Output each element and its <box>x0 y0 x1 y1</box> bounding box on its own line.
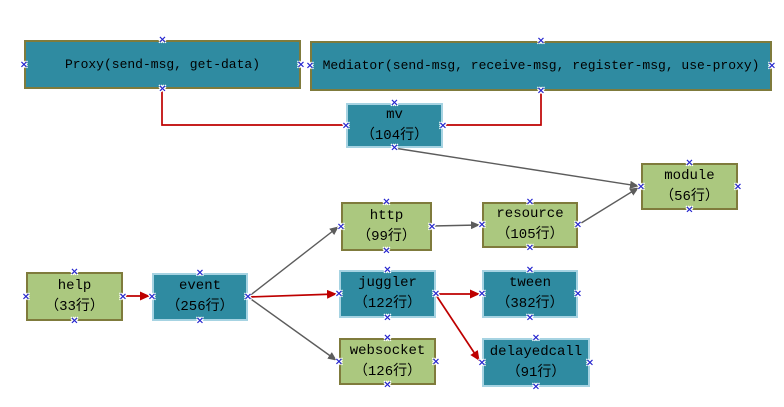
node-label: Proxy(send-msg, get-data) <box>64 56 261 72</box>
node-line-count: （33行） <box>45 298 104 315</box>
node-mv[interactable]: mv （104行） <box>346 103 443 148</box>
node-line-count: （56行） <box>660 188 719 205</box>
node-mediator[interactable]: Mediator(send-msg, receive-msg, register… <box>310 41 772 91</box>
node-label: resource <box>496 206 564 222</box>
node-event[interactable]: event （256行） <box>152 273 248 321</box>
node-proxy[interactable]: Proxy(send-msg, get-data) <box>24 40 301 89</box>
node-websocket[interactable]: websocket （126行） <box>339 338 436 385</box>
node-label: delayedcall <box>489 343 583 360</box>
node-line-count: （99行） <box>357 228 416 245</box>
node-http[interactable]: http （99行） <box>341 202 432 251</box>
node-line-count: （126行） <box>353 363 422 380</box>
node-label: help <box>57 277 92 294</box>
node-label: http <box>369 207 404 224</box>
node-label: tween <box>508 275 551 291</box>
node-line-count: （256行） <box>166 299 234 315</box>
node-line-count: （122行） <box>353 296 422 312</box>
node-label: Mediator(send-msg, receive-msg, register… <box>322 58 760 74</box>
node-label: module <box>664 167 715 184</box>
node-line-count: （105行） <box>496 227 564 243</box>
node-label: websocket <box>349 342 426 359</box>
node-juggler[interactable]: juggler （122行） <box>339 270 436 318</box>
node-module[interactable]: module （56行） <box>641 163 738 210</box>
node-help[interactable]: help （33行） <box>26 272 123 321</box>
node-line-count: （91行） <box>506 364 566 381</box>
node-label: juggler <box>358 275 417 291</box>
node-label: mv <box>386 106 403 123</box>
node-line-count: （104行） <box>360 127 429 144</box>
node-tween[interactable]: tween （382行） <box>482 270 578 318</box>
node-delayedcall[interactable]: delayedcall （91行） <box>482 338 590 387</box>
node-line-count: （382行） <box>496 296 564 312</box>
node-label: event <box>178 278 221 294</box>
node-resource[interactable]: resource （105行） <box>482 202 578 248</box>
